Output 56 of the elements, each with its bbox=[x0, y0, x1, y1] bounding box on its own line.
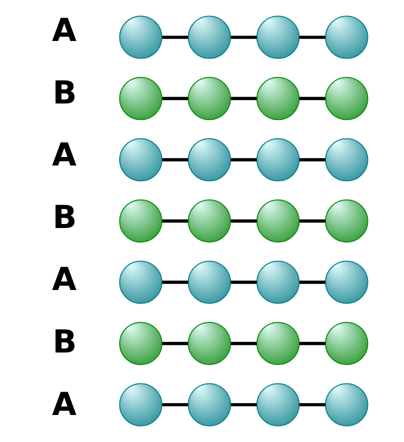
connector bbox=[299, 219, 326, 223]
node-circle bbox=[188, 260, 232, 304]
node-circle bbox=[188, 138, 232, 182]
node-circle bbox=[325, 383, 368, 426]
label: A bbox=[52, 386, 77, 423]
node-circle bbox=[119, 383, 162, 426]
connector bbox=[299, 403, 326, 406]
node-circle bbox=[188, 76, 232, 120]
node-circle bbox=[256, 16, 300, 59]
connector bbox=[162, 403, 188, 406]
connector bbox=[230, 96, 257, 100]
label: B bbox=[52, 200, 77, 236]
connector bbox=[162, 96, 188, 100]
connector bbox=[299, 158, 326, 162]
label: A bbox=[52, 138, 77, 174]
node-circle bbox=[188, 16, 232, 59]
node-circle bbox=[325, 138, 368, 182]
node-circle bbox=[325, 199, 368, 243]
connector bbox=[162, 280, 188, 284]
node-circle bbox=[188, 383, 232, 426]
connector bbox=[299, 342, 326, 346]
label: B bbox=[52, 324, 77, 360]
label: A bbox=[52, 12, 77, 49]
label: B bbox=[52, 75, 77, 112]
connector bbox=[230, 158, 257, 162]
connector bbox=[299, 96, 326, 100]
node-circle bbox=[325, 76, 368, 120]
connector bbox=[299, 280, 326, 284]
connector bbox=[230, 280, 257, 284]
node-circle bbox=[188, 199, 232, 243]
connector bbox=[230, 342, 257, 346]
node-circle bbox=[256, 383, 300, 426]
connector bbox=[230, 219, 257, 223]
node-circle bbox=[325, 322, 368, 366]
node-circle bbox=[325, 260, 368, 304]
node-circle bbox=[119, 138, 162, 182]
node-circle bbox=[119, 16, 162, 59]
node-circle bbox=[119, 199, 162, 243]
node-circle bbox=[119, 76, 162, 120]
node-circle bbox=[256, 199, 300, 243]
node-circle bbox=[325, 16, 368, 59]
connector bbox=[230, 403, 257, 406]
node-circle bbox=[256, 260, 300, 304]
connector bbox=[162, 219, 188, 223]
node-circle bbox=[256, 138, 300, 182]
connector bbox=[162, 342, 188, 346]
node-circle bbox=[119, 260, 162, 304]
connector bbox=[230, 36, 257, 39]
connector bbox=[299, 36, 326, 39]
node-circle bbox=[256, 76, 300, 120]
node-circle bbox=[256, 322, 300, 366]
connector bbox=[162, 158, 188, 162]
node-circle bbox=[119, 322, 162, 366]
label: A bbox=[52, 262, 77, 298]
node-circle bbox=[188, 322, 232, 366]
connector bbox=[162, 36, 188, 39]
